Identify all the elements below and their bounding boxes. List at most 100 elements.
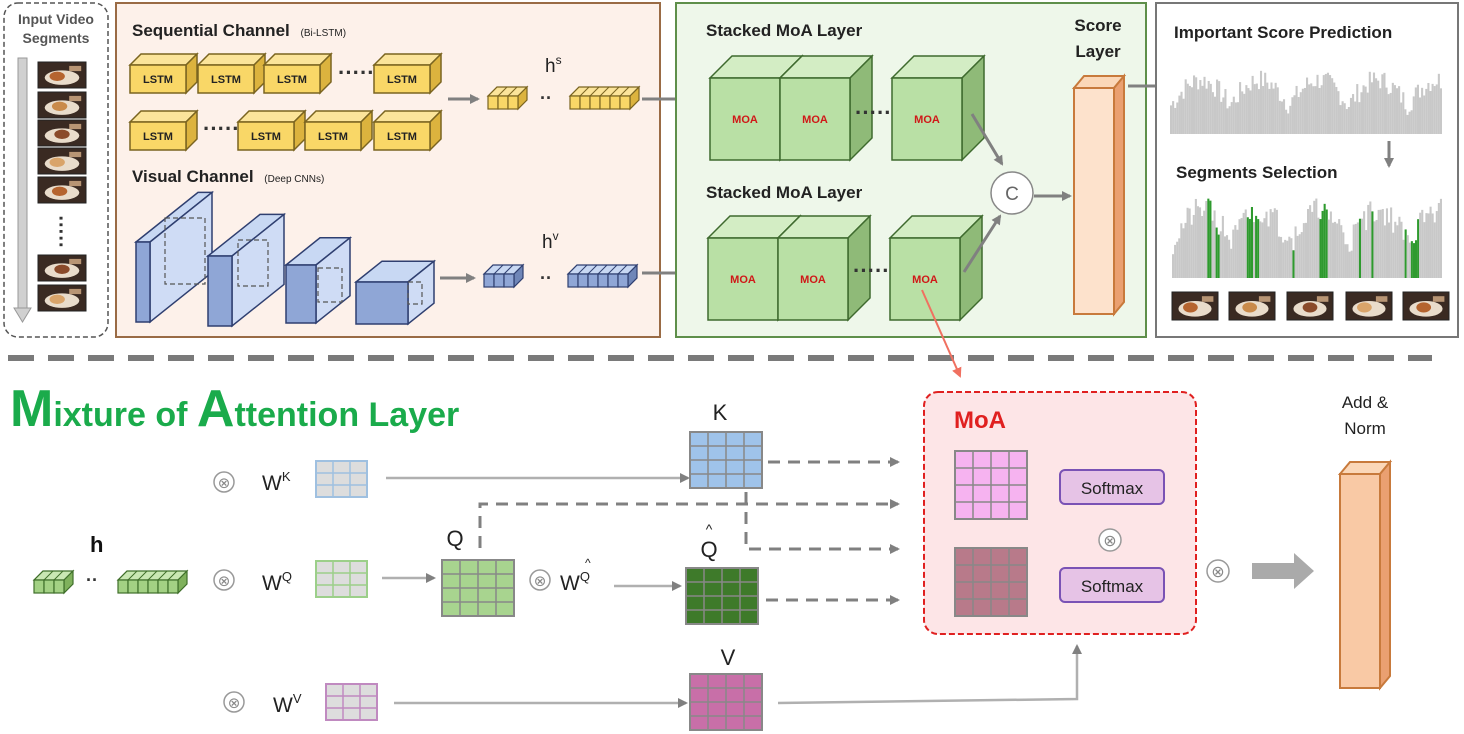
moa-cube-label: MOA	[802, 114, 828, 126]
softmax-top	[1059, 469, 1165, 505]
video-thumbnail	[37, 61, 87, 89]
add-norm-line2: Norm	[1344, 419, 1386, 438]
wk-matrix	[315, 460, 368, 498]
h-vectors	[32, 569, 189, 595]
concat-circle	[990, 171, 1034, 215]
svg-text:··: ··	[86, 570, 98, 590]
lstm-cell: LSTM	[372, 52, 443, 95]
score-layer-title-line2: Layer	[1075, 42, 1121, 61]
svg-text:·····: ·····	[203, 116, 240, 141]
output-arrow	[1252, 553, 1314, 589]
svg-text:··: ··	[540, 268, 552, 288]
lstm-cell-label: LSTM	[277, 74, 307, 86]
add-norm-bar	[1337, 459, 1393, 691]
input-segments-panel: Input Video Segments ·····	[3, 2, 109, 338]
softmax-bottom	[1059, 567, 1165, 603]
otimes-circle	[223, 691, 245, 713]
svg-text:··: ··	[540, 88, 552, 108]
mixture-title-m: M	[10, 380, 53, 438]
mixture-title: Mixture of Attention Layer	[10, 380, 459, 438]
hidden-visual-vectors	[482, 263, 639, 289]
k-matrix	[689, 431, 763, 489]
video-thumbnail	[37, 284, 87, 312]
h-vector	[32, 569, 75, 595]
video-thumbnail	[1402, 291, 1450, 321]
lstm-cell: LSTM	[372, 109, 443, 152]
otimes-text: ⊗	[218, 475, 231, 492]
segments-selection-title: Segments Selection	[1176, 163, 1338, 182]
svg-text:WQ: WQ	[560, 569, 590, 595]
q-label: Q	[446, 526, 463, 551]
output-otimes: ⊗	[1211, 564, 1224, 581]
moa-cube-label: MOA	[730, 274, 756, 286]
wv-label: W	[273, 694, 293, 717]
qhat-matrix	[685, 567, 759, 625]
input-title-line1: Input Video	[18, 11, 94, 27]
score-histogram	[1170, 70, 1442, 134]
otimes-text: ⊗	[228, 695, 241, 712]
wqhat-sup: Q	[580, 569, 590, 584]
svg-text:hv: hv	[542, 229, 559, 253]
moa-cube-label: MOA	[914, 114, 940, 126]
cnn-blocks	[133, 190, 437, 328]
moa-cube: MOA	[890, 54, 986, 162]
hs-vector	[486, 85, 529, 111]
lstm-cell-label: LSTM	[143, 131, 173, 143]
prediction-title: Important Score Prediction	[1174, 23, 1392, 42]
lstm-cell: LSTM	[303, 109, 374, 152]
video-thumbnail	[1171, 291, 1219, 321]
wq-label: W	[262, 572, 282, 595]
visual-channel-subtitle: (Deep CNNs)	[264, 174, 324, 185]
matrices	[315, 431, 763, 731]
svg-text:^: ^	[585, 556, 591, 570]
selected-thumbnails	[1171, 291, 1450, 321]
qhat-label: Q	[700, 537, 717, 562]
svg-text:WK: WK	[262, 469, 291, 495]
otimes-circle	[213, 471, 235, 493]
score-layer-title-line1: Score	[1074, 16, 1121, 35]
lstm-cell-label: LSTM	[387, 131, 417, 143]
video-thumbnail	[1286, 291, 1334, 321]
attention-matrix-bottom	[954, 547, 1028, 617]
moa-cube: MOA	[778, 54, 874, 162]
moa-box-title: MoA	[954, 407, 1006, 434]
video-thumbnail	[1228, 291, 1276, 321]
svg-text:WQ: WQ	[262, 569, 292, 595]
svg-text:hs: hs	[545, 53, 562, 77]
lstm-cell: LSTM	[196, 52, 267, 95]
h-label: h	[90, 532, 103, 557]
attention-detail: h ·· ⊗⊗⊗⊗ WK WQ WQ ^ WV K Q Q ^ V	[32, 400, 1082, 731]
hs-vector	[568, 85, 641, 111]
otimes-symbols: ⊗⊗⊗⊗	[213, 471, 551, 713]
video-thumbnail	[1345, 291, 1393, 321]
svg-text:^: ^	[706, 521, 713, 537]
video-thumbnail	[37, 176, 87, 204]
wv-sup: V	[293, 691, 302, 706]
lstm-cell: LSTM	[128, 52, 199, 95]
score-layer-bar	[1071, 73, 1127, 317]
mixture-title-a: A	[197, 380, 235, 438]
video-thumbnail	[37, 254, 87, 282]
visual-channel-title: Visual Channel	[132, 167, 254, 186]
stacked-moa-panel: Stacked MoA Layer Stacked MoA Layer Scor…	[675, 2, 1147, 338]
moa-cube-label: MOA	[912, 274, 938, 286]
cnn-block	[353, 259, 437, 326]
hidden-sequential-vectors	[486, 85, 641, 111]
add-norm-line1: Add &	[1342, 393, 1389, 412]
lstm-cell: LSTM	[262, 52, 333, 95]
sequential-channel-title: Sequential Channel	[132, 21, 290, 40]
otimes-circle	[213, 569, 235, 591]
svg-text:Visual Channel (Deep CNN: Visual Channel (Deep CNNs)	[132, 167, 324, 186]
lstm-cell: LSTM	[236, 109, 307, 152]
otimes-text: ⊗	[218, 573, 231, 590]
hs-label: h	[545, 56, 556, 77]
moa-otimes: ⊗	[1103, 533, 1116, 550]
input-title-line2: Segments	[23, 30, 90, 46]
lstm-cell-label: LSTM	[211, 74, 241, 86]
hv-sup: v	[553, 229, 559, 243]
svg-text:WV: WV	[273, 691, 302, 717]
lstm-cell: LSTM	[128, 109, 199, 152]
